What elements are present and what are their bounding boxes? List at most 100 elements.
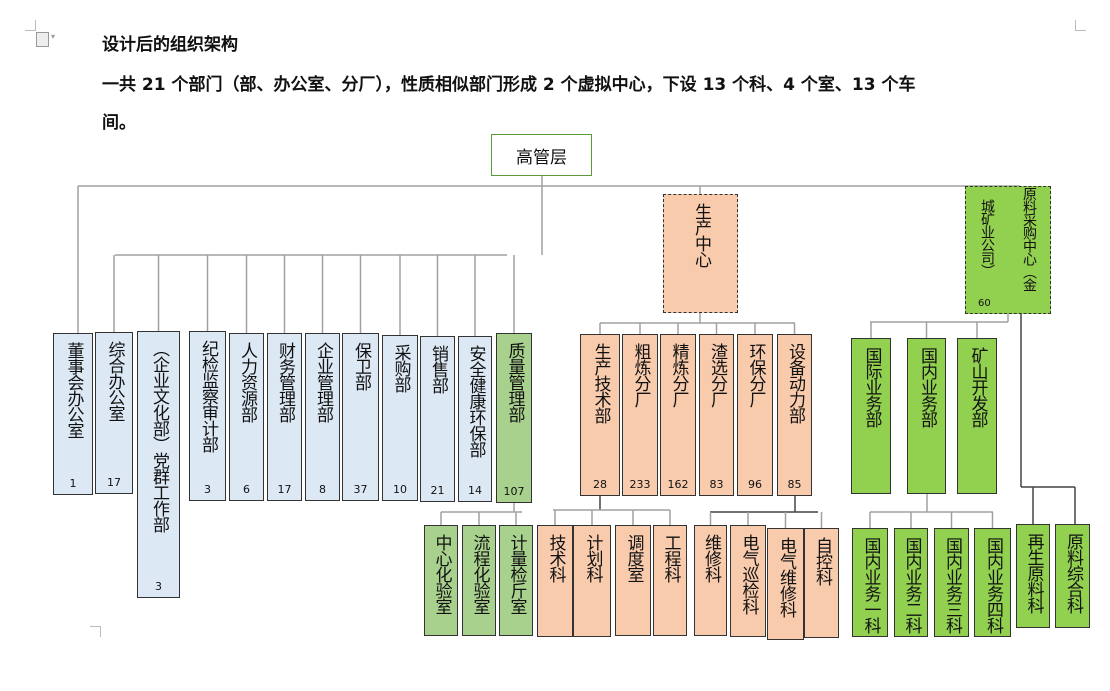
box-label: 电气巡检科 xyxy=(738,534,759,614)
box-label: 调度室 xyxy=(623,534,644,582)
department-box: 董事会办公室 1 xyxy=(53,333,93,495)
department-box: 纪检监察审计部 3 xyxy=(189,331,226,501)
box-label: 计划科 xyxy=(582,534,603,582)
box-label: 流程化验室 xyxy=(469,534,490,614)
margin-mark xyxy=(25,20,36,31)
box-label: 自控科 xyxy=(812,537,832,585)
box-label: 董事会办公室 xyxy=(63,342,84,438)
paragraph-text: 一共 21 个部门（部、办公室、分厂），性质相似部门形成 2 个虚拟中心，下设 … xyxy=(102,75,916,95)
production-unit-box: 生产技术部 28 xyxy=(580,334,620,496)
section-box: 国内业务二科 xyxy=(894,528,928,637)
headcount: 17 xyxy=(277,483,292,496)
section-box: 技术科 xyxy=(537,525,573,637)
box-label: 国内业务三科 xyxy=(942,537,962,633)
section-box: 调度室 xyxy=(615,525,651,636)
headcount: 3 xyxy=(204,483,211,496)
box-label: 生产技术部 xyxy=(590,343,611,423)
headcount: 14 xyxy=(468,484,482,497)
box-label: 计量检斤室 xyxy=(506,534,527,614)
box-label: 销售部 xyxy=(428,345,448,393)
box-label: 国内业务部 xyxy=(917,347,937,427)
production-unit-box: 精炼分厂 162 xyxy=(660,334,696,496)
section-heading: 设计后的组织架构 xyxy=(102,35,238,55)
box-label: 维修科 xyxy=(701,534,721,582)
headcount: 17 xyxy=(107,476,121,489)
department-box: 企业管理部 8 xyxy=(305,333,340,501)
production-unit-box: 渣选分厂 83 xyxy=(699,334,734,496)
headcount: 233 xyxy=(629,478,651,491)
box-label: 再生原料科 xyxy=(1023,533,1044,613)
box-label: 原料综合科 xyxy=(1063,533,1083,613)
box-label: 国际业务部 xyxy=(861,347,882,427)
chevron-down-icon: ▾ xyxy=(51,32,56,41)
headcount: 162 xyxy=(667,478,689,491)
procurement-center-box: 原料采购中心（金 城矿业公司） 60 xyxy=(965,186,1051,314)
headcount: 37 xyxy=(353,483,368,496)
box-label: 矿山开发部 xyxy=(967,347,988,427)
box-label: 中心化验室 xyxy=(431,534,452,614)
headcount: 6 xyxy=(243,483,250,496)
box-label: 粗炼分厂 xyxy=(630,343,651,407)
section-box: 电气巡检科 xyxy=(730,525,766,637)
procurement-unit-box: 国内业务部 xyxy=(907,338,946,494)
headcount: 8 xyxy=(319,483,326,496)
paragraph-options-icon[interactable]: ▾ xyxy=(36,32,55,47)
headcount: 3 xyxy=(155,580,162,593)
department-box: 安全健康环保部 14 xyxy=(458,336,492,502)
section-box: 计划科 xyxy=(573,525,611,637)
procurement-unit-box: 国际业务部 xyxy=(851,338,891,494)
department-box: （企业文化部）党群工作部 3 xyxy=(137,331,180,598)
headcount: 10 xyxy=(393,483,407,496)
box-label: 技术科 xyxy=(545,534,566,582)
section-box: 国内业务一科 xyxy=(852,528,888,637)
department-box: 综合办公室 17 xyxy=(95,332,133,494)
box-label: 城矿业公司） xyxy=(979,199,995,277)
box-label: 质量管理部 xyxy=(504,342,525,422)
box-label: 渣选分厂 xyxy=(707,343,727,407)
box-label: 电气维修科 xyxy=(776,537,796,617)
box-label: 环保分厂 xyxy=(745,343,766,407)
production-unit-box: 环保分厂 96 xyxy=(737,334,773,496)
headcount: 83 xyxy=(709,478,724,491)
section-box: 再生原料科 xyxy=(1016,524,1050,628)
headcount: 107 xyxy=(503,485,525,498)
headcount: 1 xyxy=(69,477,77,490)
box-label: 工程科 xyxy=(660,534,681,582)
box-label: 设备动力部 xyxy=(785,343,805,423)
box-label: 纪检监察审计部 xyxy=(198,340,218,452)
executive-box: 高管层 xyxy=(491,134,592,176)
section-box: 电气维修科 xyxy=(767,528,804,640)
production-unit-box: 粗炼分厂 233 xyxy=(622,334,658,496)
headcount: 21 xyxy=(430,484,445,497)
headcount: 60 xyxy=(978,298,991,309)
section-box: 维修科 xyxy=(694,525,727,636)
department-box: 财务管理部 17 xyxy=(267,333,302,501)
box-label: （企业文化部）党群工作部 xyxy=(149,340,169,532)
box-label: 国内业务四科 xyxy=(983,537,1003,633)
box-label: 企业管理部 xyxy=(313,342,333,422)
section-box: 计量检斤室 xyxy=(499,525,533,636)
section-box: 国内业务四科 xyxy=(974,528,1011,637)
box-label: 国内业务一科 xyxy=(860,537,881,633)
box-label: 原料采购中心（金 xyxy=(1021,187,1037,291)
box-label: 精炼分厂 xyxy=(668,343,689,407)
procurement-unit-box: 矿山开发部 xyxy=(957,338,997,494)
section-box: 中心化验室 xyxy=(424,525,458,636)
headcount: 96 xyxy=(748,478,762,491)
headcount: 28 xyxy=(593,478,607,491)
section-box: 自控科 xyxy=(804,528,839,638)
box-label: 安全健康环保部 xyxy=(465,345,486,457)
section-box: 工程科 xyxy=(653,525,687,636)
box-label: 综合办公室 xyxy=(104,341,125,421)
production-center-box: 生产中心 xyxy=(663,194,738,313)
margin-mark xyxy=(1075,20,1086,31)
department-box: 质量管理部 107 xyxy=(496,333,532,503)
box-label: 财务管理部 xyxy=(275,342,295,422)
margin-mark xyxy=(90,626,101,637)
